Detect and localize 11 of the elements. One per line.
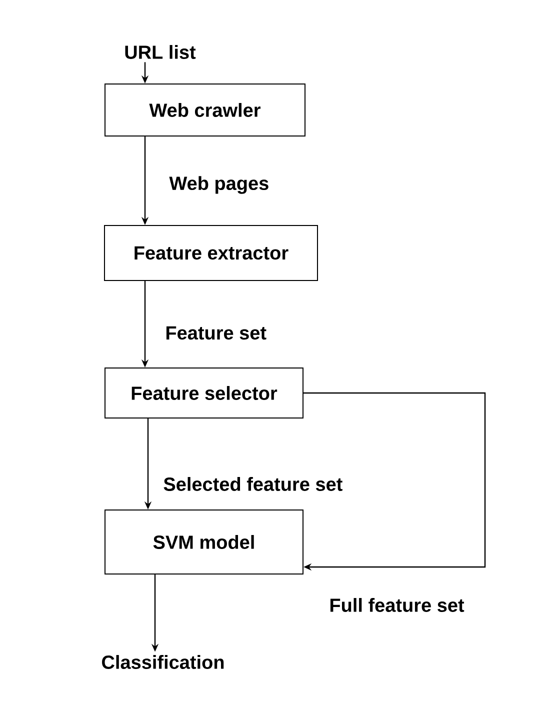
flow-label: Classification — [102, 655, 224, 669]
edge-label: Feature set — [164, 325, 268, 341]
edge-label: Selected feature set — [162, 476, 344, 492]
arrow — [304, 392, 486, 571]
flow-label: URL list — [125, 45, 196, 59]
process-box: SVM model — [104, 510, 304, 574]
process-box: Feature selector — [104, 368, 304, 418]
process-box: Feature extractor — [104, 225, 318, 281]
edge-label: Web pages — [168, 175, 270, 195]
process-box: Web crawler — [104, 84, 306, 136]
edge-label: Full feature set — [328, 597, 466, 613]
